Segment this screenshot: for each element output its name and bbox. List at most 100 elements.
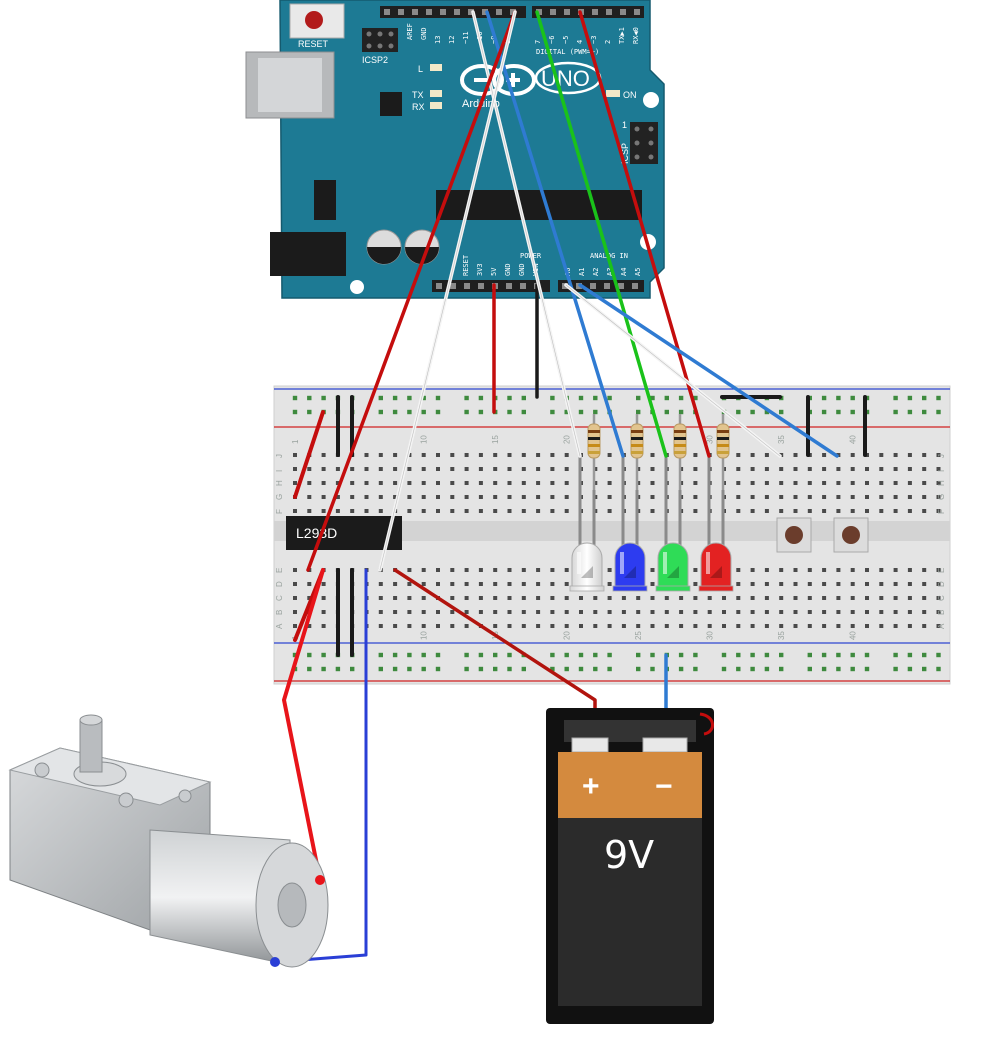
led-legs bbox=[578, 456, 725, 548]
digital-pin-label: 7 bbox=[534, 40, 542, 44]
row-letter: D bbox=[937, 581, 946, 587]
on-label: ON bbox=[623, 90, 637, 100]
digital-pin-label: 2 bbox=[604, 40, 612, 44]
battery-minus-label: − bbox=[655, 770, 673, 803]
led-red bbox=[700, 542, 732, 591]
wire-blue-led bbox=[485, 10, 625, 458]
push-button-1[interactable] bbox=[776, 517, 812, 553]
row-letter: E bbox=[275, 568, 284, 573]
battery-body bbox=[558, 818, 702, 1006]
analog-pin-label: A4 bbox=[620, 268, 628, 276]
icsp-label: ICSP bbox=[620, 143, 630, 164]
digital-header-right bbox=[532, 6, 644, 18]
column-number: 25 bbox=[634, 631, 643, 640]
column-number: 40 bbox=[849, 631, 858, 640]
reset-label: RESET bbox=[298, 39, 329, 49]
battery-holder: + − 9V bbox=[546, 708, 714, 1024]
column-number: 10 bbox=[420, 631, 429, 640]
wire-motor-red bbox=[282, 568, 325, 882]
gnd-pin-label: GND bbox=[420, 27, 428, 40]
power-jack bbox=[270, 232, 346, 276]
aref-pin-label: AREF bbox=[406, 23, 414, 40]
digital-pin-label: ~5 bbox=[562, 36, 570, 44]
row-letter: I bbox=[275, 470, 284, 472]
digital-pin-label: TX▶1 bbox=[618, 27, 626, 44]
jumper-red bbox=[293, 410, 325, 499]
motor-shaft bbox=[79, 719, 103, 773]
analog-pin-label: A5 bbox=[634, 268, 642, 276]
row-letter: D bbox=[275, 581, 284, 587]
analog-pin-label: A2 bbox=[592, 268, 600, 276]
analog-pin-label: A1 bbox=[578, 268, 586, 276]
battery-terminal-negative bbox=[642, 737, 688, 753]
voltage-regulator bbox=[314, 180, 336, 220]
led-blue bbox=[614, 542, 646, 591]
battery-voltage-label: 9V bbox=[604, 833, 654, 877]
row-letter: C bbox=[937, 595, 946, 601]
column-number: 10 bbox=[420, 435, 429, 444]
wire-motor-enable bbox=[306, 10, 517, 572]
column-number: 30 bbox=[706, 631, 715, 640]
digital-pin-label: 12 bbox=[448, 36, 456, 44]
column-number: 1 bbox=[291, 439, 300, 444]
led-group bbox=[569, 542, 734, 592]
power-pin-label: 3V3 bbox=[476, 263, 484, 276]
l293d-chip: L293D bbox=[286, 516, 402, 550]
rx-label: RX bbox=[412, 102, 425, 112]
row-letter: H bbox=[937, 480, 946, 486]
mounting-hole bbox=[350, 280, 364, 294]
row-letter: G bbox=[937, 494, 946, 500]
column-number: 40 bbox=[849, 435, 858, 444]
row-letter: B bbox=[275, 610, 284, 615]
row-letter: A bbox=[937, 623, 946, 629]
wire-green-led bbox=[535, 10, 668, 458]
power-pin-label: 5V bbox=[490, 267, 498, 276]
power-pin-label: GND bbox=[518, 263, 526, 276]
battery-plus-label: + bbox=[582, 770, 600, 803]
column-number: 35 bbox=[777, 631, 786, 640]
arduino-uno-board: RESET ICSP2 L TX RX ON Ardu bbox=[245, 0, 665, 299]
push-button-2[interactable] bbox=[833, 517, 869, 553]
row-letter: G bbox=[275, 494, 284, 500]
digital-pin-label: 4 bbox=[576, 40, 584, 44]
wire-button-2 bbox=[578, 283, 839, 458]
column-number: 35 bbox=[777, 435, 786, 444]
digital-pin-label: 13 bbox=[434, 36, 442, 44]
model-label: UNO bbox=[541, 66, 590, 91]
l-led-label: L bbox=[418, 64, 423, 74]
column-number: 15 bbox=[491, 435, 500, 444]
column-number: 20 bbox=[563, 631, 572, 640]
row-letter: E bbox=[937, 568, 946, 573]
battery-terminal-positive bbox=[571, 737, 609, 753]
usb-chip bbox=[380, 92, 402, 116]
row-letter: B bbox=[937, 610, 946, 615]
row-letter: F bbox=[275, 509, 284, 514]
row-letter: I bbox=[937, 470, 946, 472]
mounting-hole bbox=[643, 92, 659, 108]
row-letter: H bbox=[275, 480, 284, 486]
digital-pin-label: ~3 bbox=[590, 36, 598, 44]
icsp-pin1-label: 1 bbox=[622, 120, 627, 130]
power-pin-label: GND bbox=[504, 263, 512, 276]
chip-label: L293D bbox=[296, 525, 337, 541]
row-letter: F bbox=[937, 509, 946, 514]
analog-pin-label: A3 bbox=[606, 268, 614, 276]
signal-wires bbox=[273, 10, 839, 964]
power-pin-label: RESET bbox=[462, 254, 470, 276]
digital-label: DIGITAL (PWM=~) bbox=[536, 48, 599, 56]
tx-label: TX bbox=[412, 90, 424, 100]
column-number: 30 bbox=[706, 435, 715, 444]
digital-pin-label: ~11 bbox=[462, 31, 470, 44]
battery-copper-top bbox=[558, 752, 702, 818]
row-letter: A bbox=[275, 623, 284, 629]
digital-pin-label: RX◀0 bbox=[632, 27, 640, 44]
led-green bbox=[657, 542, 689, 591]
resistors bbox=[587, 414, 730, 492]
row-letter: J bbox=[275, 454, 284, 458]
icsp2-label: ICSP2 bbox=[362, 55, 388, 65]
row-letter: J bbox=[937, 454, 946, 458]
column-number: 20 bbox=[563, 435, 572, 444]
reset-button[interactable] bbox=[305, 11, 323, 29]
led-white bbox=[571, 542, 603, 591]
